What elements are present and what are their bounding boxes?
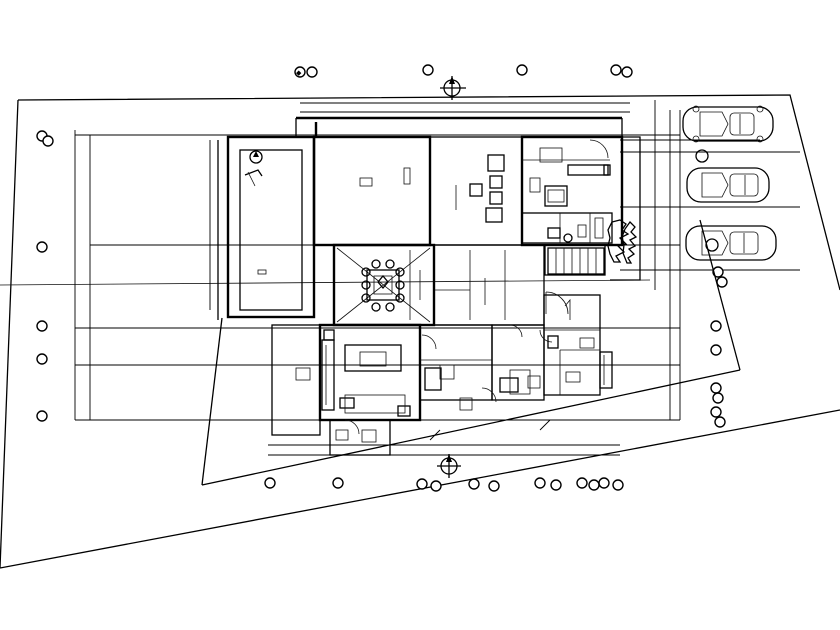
grid-marker-bottom-1	[264, 477, 276, 489]
parking-cars	[682, 105, 777, 261]
dimension-lines	[74, 100, 800, 456]
grid-marker-right-5	[710, 406, 726, 428]
car-2	[686, 167, 770, 203]
grid-marker-bottom-3	[416, 478, 442, 492]
interior-partitions	[409, 137, 610, 395]
grid-marker-right-2	[710, 320, 722, 332]
pool-area	[244, 169, 267, 275]
svg-text:◆: ◆	[296, 69, 302, 77]
grid-marker-bottom-2	[332, 477, 344, 489]
grid-marker-right-3	[710, 344, 722, 356]
section-marker-parking-1	[695, 149, 709, 163]
grid-marker-left-2	[36, 241, 48, 253]
master-bedroom	[295, 329, 411, 417]
living-furniture	[359, 154, 505, 305]
north-arrow-top	[440, 76, 466, 100]
grid-marker-left-4	[36, 353, 48, 365]
grid-marker-bottom-4	[468, 478, 500, 492]
bedrooms-lower	[335, 335, 613, 443]
staircase	[547, 247, 605, 320]
car-3	[685, 225, 777, 261]
grid-markers: ◆	[36, 64, 728, 492]
grid-marker-bottom-5	[534, 477, 562, 491]
car-1	[682, 105, 774, 143]
grid-marker-left-3	[36, 320, 48, 332]
grid-marker-right-4	[710, 382, 724, 404]
exterior-walls	[217, 116, 641, 456]
grid-marker-bottom-6	[576, 477, 624, 491]
planters	[607, 219, 638, 264]
north-arrow-bottom	[437, 454, 461, 478]
section-marker-pool	[249, 150, 263, 164]
bedroom-upper-right	[529, 147, 611, 243]
grid-marker-top-2	[422, 64, 434, 76]
angled-wing	[201, 219, 741, 486]
grid-marker-top-3	[516, 64, 528, 76]
door-swings	[344, 139, 609, 435]
grid-marker-left-1	[36, 130, 54, 147]
grid-marker-left-5	[36, 410, 48, 422]
dining-table	[336, 247, 431, 323]
grid-marker-top-4	[610, 64, 633, 78]
grid-marker-top-1: ◆	[294, 66, 318, 78]
